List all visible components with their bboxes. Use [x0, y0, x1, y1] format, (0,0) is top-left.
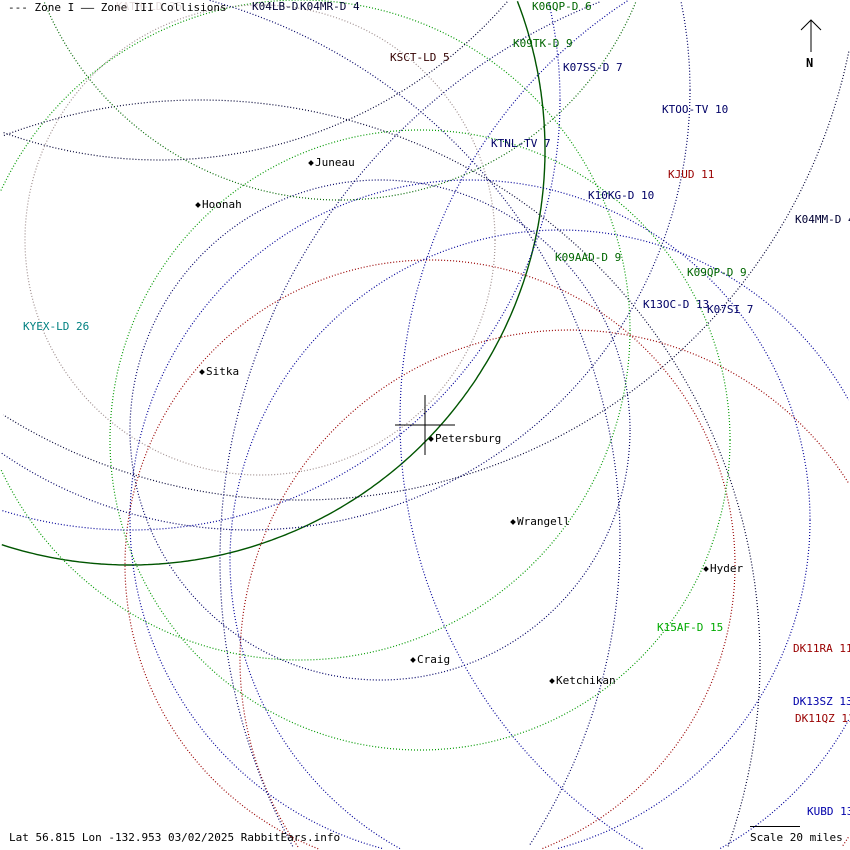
station-label[interactable]: DK11RA 11 — [793, 642, 850, 655]
station-label[interactable]: KJUD 11 — [668, 168, 715, 181]
contour-ring — [548, 3, 561, 100]
contour-ring — [399, 0, 643, 850]
city-name: Hyder — [710, 562, 744, 575]
contour-ring — [557, 520, 811, 849]
city-name: Ketchikan — [556, 674, 616, 687]
city-marker: Wrangell — [510, 515, 570, 528]
contour-ring — [24, 4, 496, 476]
station-label[interactable]: K04MM-D 4 — [795, 213, 850, 226]
station-label[interactable]: K06QP-D 6 — [532, 0, 592, 13]
hidden-station-label: KATH-LD 35 — [116, 0, 183, 13]
station-label[interactable]: K07SI 7 — [707, 303, 754, 316]
city-name: Juneau — [315, 156, 355, 169]
station-label[interactable]: K09QP-D 9 — [687, 266, 747, 279]
contour-ring — [2, 51, 850, 501]
city-name: Wrangell — [517, 515, 570, 528]
city-name: Sitka — [206, 365, 240, 378]
city-marker: Sitka — [199, 365, 240, 378]
city-marker: Hyder — [703, 562, 744, 575]
location-footer: Lat 56.815 Lon -132.953 03/02/2025 Rabbi… — [9, 831, 341, 844]
station-label[interactable]: KSCT-LD 5 — [390, 51, 450, 64]
contour-ring — [1, 150, 546, 566]
scale-bar — [750, 826, 800, 827]
contour-ring — [129, 179, 811, 849]
contour-ring — [129, 179, 631, 681]
station-label[interactable]: DK13SZ 13 — [793, 695, 850, 708]
legend: --- Zone I —— Zone III Collisions — [8, 1, 227, 14]
contour-ring — [109, 129, 731, 751]
station-label[interactable]: KYEX-LD 26 — [23, 320, 90, 333]
station-label[interactable]: KTOO-TV 10 — [662, 103, 729, 116]
contour-ring — [516, 1, 546, 150]
city-marker: Ketchikan — [549, 674, 616, 687]
station-label[interactable]: DK11QZ 11 — [795, 712, 850, 725]
contour-ring — [3, 99, 761, 660]
north-label: N — [806, 56, 814, 70]
contour-ring — [0, 100, 561, 531]
city-marker: Craig — [410, 653, 451, 666]
north-arrow-icon — [800, 19, 822, 52]
contour-ring — [841, 836, 849, 848]
city-marker: Petersburg — [428, 432, 502, 445]
contour-ring — [229, 229, 850, 850]
scale-label: Scale 20 miles — [750, 831, 843, 844]
legend-zone3: —— Zone III — [80, 1, 154, 14]
station-label[interactable]: K09AAD-D 9 — [555, 251, 622, 264]
contour-ring — [541, 565, 736, 850]
contour-ring — [239, 329, 849, 848]
contour-ring — [2, 1, 508, 161]
station-label[interactable]: KTNL-TV 7 — [491, 137, 551, 150]
station-label[interactable]: K13OC-D 13 — [643, 298, 710, 311]
city-name: Craig — [417, 653, 451, 666]
contour-ring — [0, 330, 631, 661]
contour-ring — [0, 90, 691, 531]
station-label[interactable]: KUBD 13 — [807, 805, 850, 818]
contour-ring — [719, 719, 850, 850]
legend-zone1: --- Zone I — [8, 1, 75, 14]
city-name: Hoonah — [202, 198, 242, 211]
city-marker: Hoonah — [195, 198, 242, 211]
station-label[interactable]: K15AF-D 15 — [657, 621, 724, 634]
contour-ring — [219, 1, 601, 847]
city-name: Petersburg — [435, 432, 502, 445]
north-arrow: N — [800, 18, 822, 70]
station-label[interactable]: K04LB-D — [252, 0, 299, 13]
station-label[interactable]: K07SS-D 7 — [563, 61, 623, 74]
station-label[interactable]: K04MR-D 4 — [300, 0, 360, 13]
legend-collisions: Collisions — [160, 1, 227, 14]
contour-ring — [209, 0, 621, 540]
city-marker: Juneau — [308, 156, 355, 169]
station-label[interactable]: K09TK-D 9 — [513, 37, 573, 50]
station-label[interactable]: K10KG-D 10 — [588, 189, 655, 202]
